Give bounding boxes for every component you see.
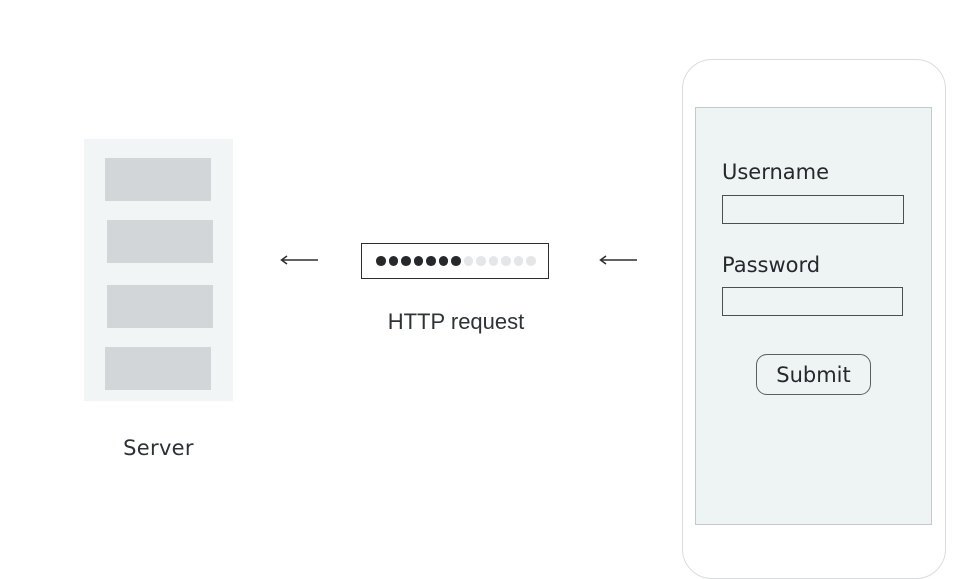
progress-dot-filled — [401, 256, 411, 266]
progress-dot-empty — [526, 256, 536, 266]
phone-screen — [695, 107, 932, 525]
progress-dot-empty — [488, 256, 498, 266]
username-label: Username — [722, 160, 830, 184]
server-slot — [105, 347, 211, 390]
server-slot — [107, 285, 213, 328]
server-slot — [107, 220, 213, 263]
password-input[interactable] — [722, 287, 903, 316]
progress-dot-filled — [388, 256, 398, 266]
progress-dot-filled — [413, 256, 423, 266]
http-request-label: HTTP request — [387, 309, 525, 334]
server-label: Server — [123, 436, 194, 460]
progress-dot-filled — [376, 256, 386, 266]
progress-dot-empty — [501, 256, 511, 266]
server-slot — [105, 158, 211, 201]
progress-dot-empty — [476, 256, 486, 266]
progress-dot-filled — [438, 256, 448, 266]
left-arrow-icon — [279, 254, 319, 266]
password-label: Password — [722, 253, 821, 277]
username-input[interactable] — [722, 195, 904, 224]
progress-dot-empty — [463, 256, 473, 266]
http-request-packet — [361, 243, 549, 279]
left-arrow-icon — [598, 254, 638, 266]
progress-dot-filled — [426, 256, 436, 266]
submit-button[interactable]: Submit — [756, 354, 871, 395]
progress-dot-filled — [451, 256, 461, 266]
server-rack — [84, 139, 233, 401]
progress-dot-empty — [513, 256, 523, 266]
